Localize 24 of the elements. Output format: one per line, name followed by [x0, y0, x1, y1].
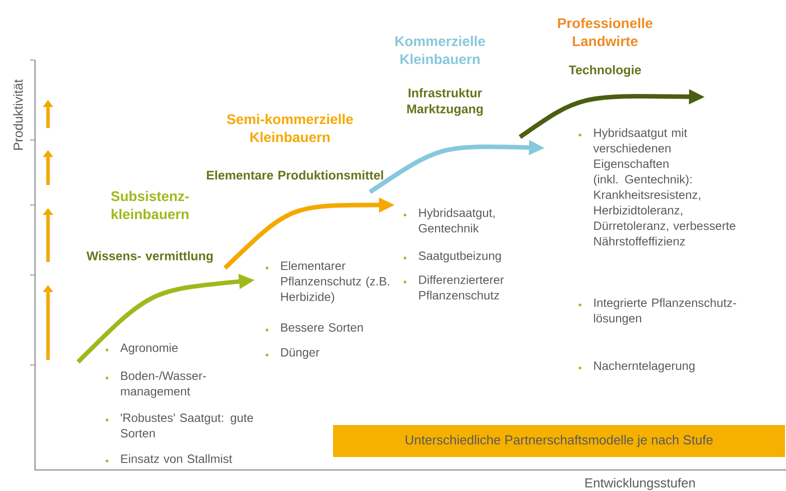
stage-focus: Wissens- vermittlung [86, 251, 213, 263]
bullet-text: Integrierte Pflanzenschutz- lösungen [594, 298, 736, 325]
bullet-text: Hybridsaatgut, Gentechnik [418, 208, 494, 232]
bullet-text: Hybridsaatgut mit verschiedenen Eigenschaften (inkl. Gentechnik): Krankheitsresistenz, Herbizidtoleranz, Dürretoleranz, verbesserte Nährstoffeffizienz [593, 128, 736, 246]
stage-focus: Elementare Produktionsmittel [206, 170, 384, 180]
stage-focus: Infrastruktur Marktzugang [407, 88, 483, 116]
bullet-text: Einsatz von Stallmist [121, 454, 232, 463]
bullet-text: Saatgutbeizung [418, 251, 501, 262]
stage-title: Semi-kommerzielle Kleinbauern [227, 114, 353, 142]
bullet-text: Boden-/Wasser- management [121, 371, 206, 398]
axis-label: Entwicklungsstufen [585, 478, 695, 490]
bullet-text: Nacherntelagerung [594, 361, 694, 372]
bullet-text: 'Robustes' Saatgut: gute Sorten [120, 413, 253, 438]
banner-box: Unterschiedliche Partnerschaftsmodelle je nach Stufe [333, 425, 785, 457]
stage-title: Subsistenz- kleinbauern [111, 190, 189, 220]
bullet-text: Bessere Sorten [281, 323, 363, 332]
bullet-text: Differenzierterer Pflanzenschutz [419, 275, 504, 300]
bullet-text: Elementarer Pflanzenschutz (z.B. Herbizide) [281, 261, 390, 304]
axis-label: Produktivität [13, 79, 23, 150]
bullet-text: Agronomie [120, 343, 178, 354]
stage-focus: Technologie [568, 65, 641, 77]
stage-title: Professionelle Landwirte [558, 18, 652, 46]
stage-title: Kommerzielle Kleinbauern [395, 36, 486, 64]
bullet-text: Dünger [281, 348, 320, 359]
